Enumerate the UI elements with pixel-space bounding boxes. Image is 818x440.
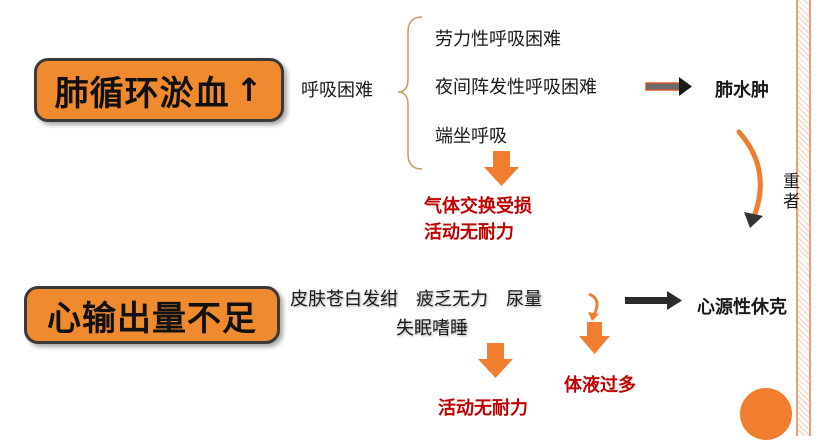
dyspnea-item-exertional: 劳力性呼吸困难 xyxy=(435,29,561,50)
dyspnea-item-orthopnea: 端坐呼吸 xyxy=(435,126,507,147)
bracket-brace xyxy=(397,16,423,170)
dyspnea-item-paroxysmal-nocturnal: 夜间阵发性呼吸困难 xyxy=(435,77,597,98)
symptoms-line-1: 皮肤苍白发绀 疲乏无力 尿量 xyxy=(290,289,542,310)
cardiogenic-shock-label: 心源性休克 xyxy=(697,297,787,318)
down-arrow-bottom-left xyxy=(478,343,513,378)
activity-intolerance-top: 活动无耐力 xyxy=(424,222,514,243)
pulmonary-congestion-box: 肺循环淤血 ↑ xyxy=(34,58,284,122)
arrow-to-shock xyxy=(625,291,682,310)
dyspnea-label: 呼吸困难 xyxy=(301,80,373,101)
down-arrow-bottom-right xyxy=(579,322,610,354)
right-border-line-outer xyxy=(809,0,811,436)
down-arrow-top xyxy=(484,151,519,186)
pulmonary-congestion-label: 肺循环淤血 xyxy=(54,73,230,114)
symptoms-line-2: 失眠嗜睡 xyxy=(396,318,468,339)
corner-decoration-circle xyxy=(740,388,792,440)
worsening-label: 重者 xyxy=(783,172,800,212)
activity-intolerance-bottom: 活动无耐力 xyxy=(438,398,528,419)
urine-curved-arrow xyxy=(588,292,599,321)
curved-worsening-arrow xyxy=(736,129,763,228)
right-border-hatch xyxy=(798,0,809,436)
low-cardiac-output-box: 心输出量不足 xyxy=(24,286,280,344)
arrow-to-pulmonary-edema xyxy=(645,77,692,96)
fluid-excess-label: 体液过多 xyxy=(564,375,636,396)
pulmonary-edema-label: 肺水肿 xyxy=(715,80,769,101)
up-arrow-icon: ↑ xyxy=(235,71,264,109)
low-cardiac-output-label: 心输出量不足 xyxy=(47,298,257,339)
right-border-line xyxy=(796,0,798,436)
gas-exchange-impaired: 气体交换受损 xyxy=(424,196,532,217)
